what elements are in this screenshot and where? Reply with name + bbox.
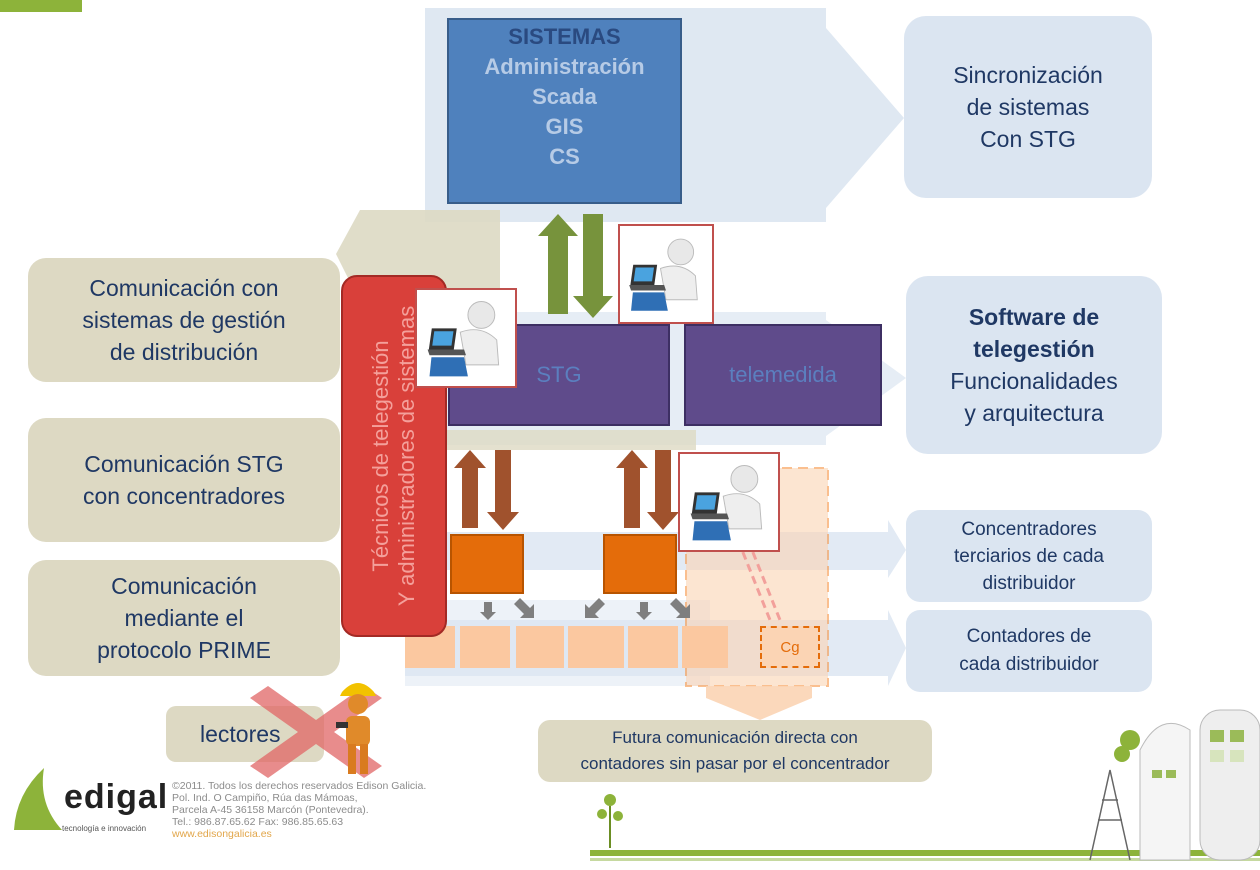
systems-line: CS [549, 144, 580, 169]
prime-line: mediante el [124, 605, 244, 631]
technicians-line: Técnicos de telegestión [368, 340, 393, 572]
copyright-line: Pol. Ind. O Campiño, Rúa das Mámoas, [172, 792, 358, 804]
cg-meter: Cg [760, 626, 820, 668]
concentrator [450, 534, 524, 594]
worker-icon [336, 683, 376, 774]
concentrators-label-box: Concentradores terciarios de cada distri… [906, 510, 1152, 602]
arrow-down-icon [585, 598, 605, 618]
systems-line: SISTEMAS [508, 24, 621, 49]
city-buildings-icon [1089, 709, 1260, 861]
copyright-line: Tel.: 986.87.65.62 Fax: 986.85.65.63 [172, 816, 344, 828]
telemedida-box: telemedida [684, 324, 882, 426]
arrow-up-icon [616, 450, 648, 528]
concentrators-line: Concentradores [961, 518, 1097, 540]
meter [568, 626, 624, 668]
software-title-line: Software de [968, 304, 1100, 330]
distribution-label-box: Comunicación con sistemas de gestión de … [28, 258, 340, 382]
arrow-down-icon [670, 598, 690, 618]
cg-label: Cg [780, 638, 800, 656]
copyright: ©2011. Todos los derechos reservados Edi… [172, 780, 426, 840]
prime-line: Comunicación [111, 573, 257, 599]
meter [682, 626, 728, 668]
person-laptop-icon [618, 224, 714, 324]
arrow-down-icon [573, 214, 613, 318]
stg-conc-line: con concentradores [82, 483, 285, 509]
distribution-line: de distribución [109, 339, 259, 365]
software-line: Funcionalidades [950, 368, 1118, 394]
arrow-up-icon [538, 214, 578, 314]
stg-concentrators-label-box: Comunicación STG con concentradores [28, 418, 340, 542]
software-label-box: Software de telegestión Funcionalidades … [906, 276, 1162, 454]
arrow-down-icon [514, 598, 534, 618]
future-line: Futura comunicación directa con [612, 728, 858, 747]
future-arrow [706, 686, 812, 720]
sync-label-box: Sincronización de sistemas Con STG [904, 16, 1152, 198]
distribution-line: Comunicación con [89, 275, 279, 301]
prime-label-box: Comunicación mediante el protocolo PRIME [28, 560, 340, 676]
meter [460, 626, 510, 668]
systems-line: GIS [545, 114, 584, 139]
systems-line: Scada [532, 84, 597, 109]
meters-label-box: Contadores de cada distribuidor [906, 610, 1152, 692]
copyright-line: ©2011. Todos los derechos reservados Edi… [172, 780, 427, 792]
arrow-down-icon [487, 450, 519, 530]
sync-line: de sistemas [966, 94, 1090, 120]
systems-line: Administración [484, 54, 645, 79]
future-line: contadores sin pasar por el concentrador [580, 754, 890, 773]
arrow-up-icon [454, 450, 486, 528]
concentrators-line: distribuidor [982, 572, 1076, 594]
software-line: y arquitectura [964, 400, 1104, 426]
stg-conc-line: Comunicación STG [84, 451, 284, 477]
meters-line: Contadores de [966, 626, 1092, 647]
lectores-label: lectores [200, 720, 281, 747]
sync-line: Con STG [980, 126, 1076, 152]
edigal-logo-icon [14, 768, 62, 830]
future-communication-box: Futura comunicación directa con contador… [538, 720, 932, 782]
meter [516, 626, 564, 668]
person-laptop-icon [678, 452, 780, 552]
arrow-down-icon [636, 602, 652, 620]
arrow-down-icon [647, 450, 679, 530]
telemedida-label: telemedida [729, 362, 837, 387]
concentrator [603, 534, 677, 594]
corner-accent [0, 0, 82, 12]
person-laptop-icon [415, 288, 517, 388]
systems-box: SISTEMAS Administración Scada GIS CS [447, 18, 682, 204]
city-illustration-icon [590, 794, 1260, 861]
meters-line: cada distribuidor [959, 654, 1099, 675]
technicians-label: Técnicos de telegestión Y administradore… [368, 276, 420, 636]
meter [628, 626, 678, 668]
distribution-line: sistemas de gestión [82, 307, 286, 333]
copyright-line: Parcela A-45 36158 Marcón (Pontevedra). [172, 804, 369, 816]
concentrators-line: terciarios de cada [954, 545, 1104, 567]
stg-label: STG [536, 362, 582, 387]
sync-line: Sincronización [953, 62, 1103, 88]
prime-line: protocolo PRIME [97, 637, 271, 663]
software-title-line: telegestión [973, 336, 1095, 362]
logo-tagline: tecnología e innovación [62, 824, 147, 833]
arrow-down-icon [480, 602, 496, 620]
logo-text: edigal [64, 778, 169, 816]
website-link[interactable]: www.edisongalicia.es [172, 828, 272, 840]
